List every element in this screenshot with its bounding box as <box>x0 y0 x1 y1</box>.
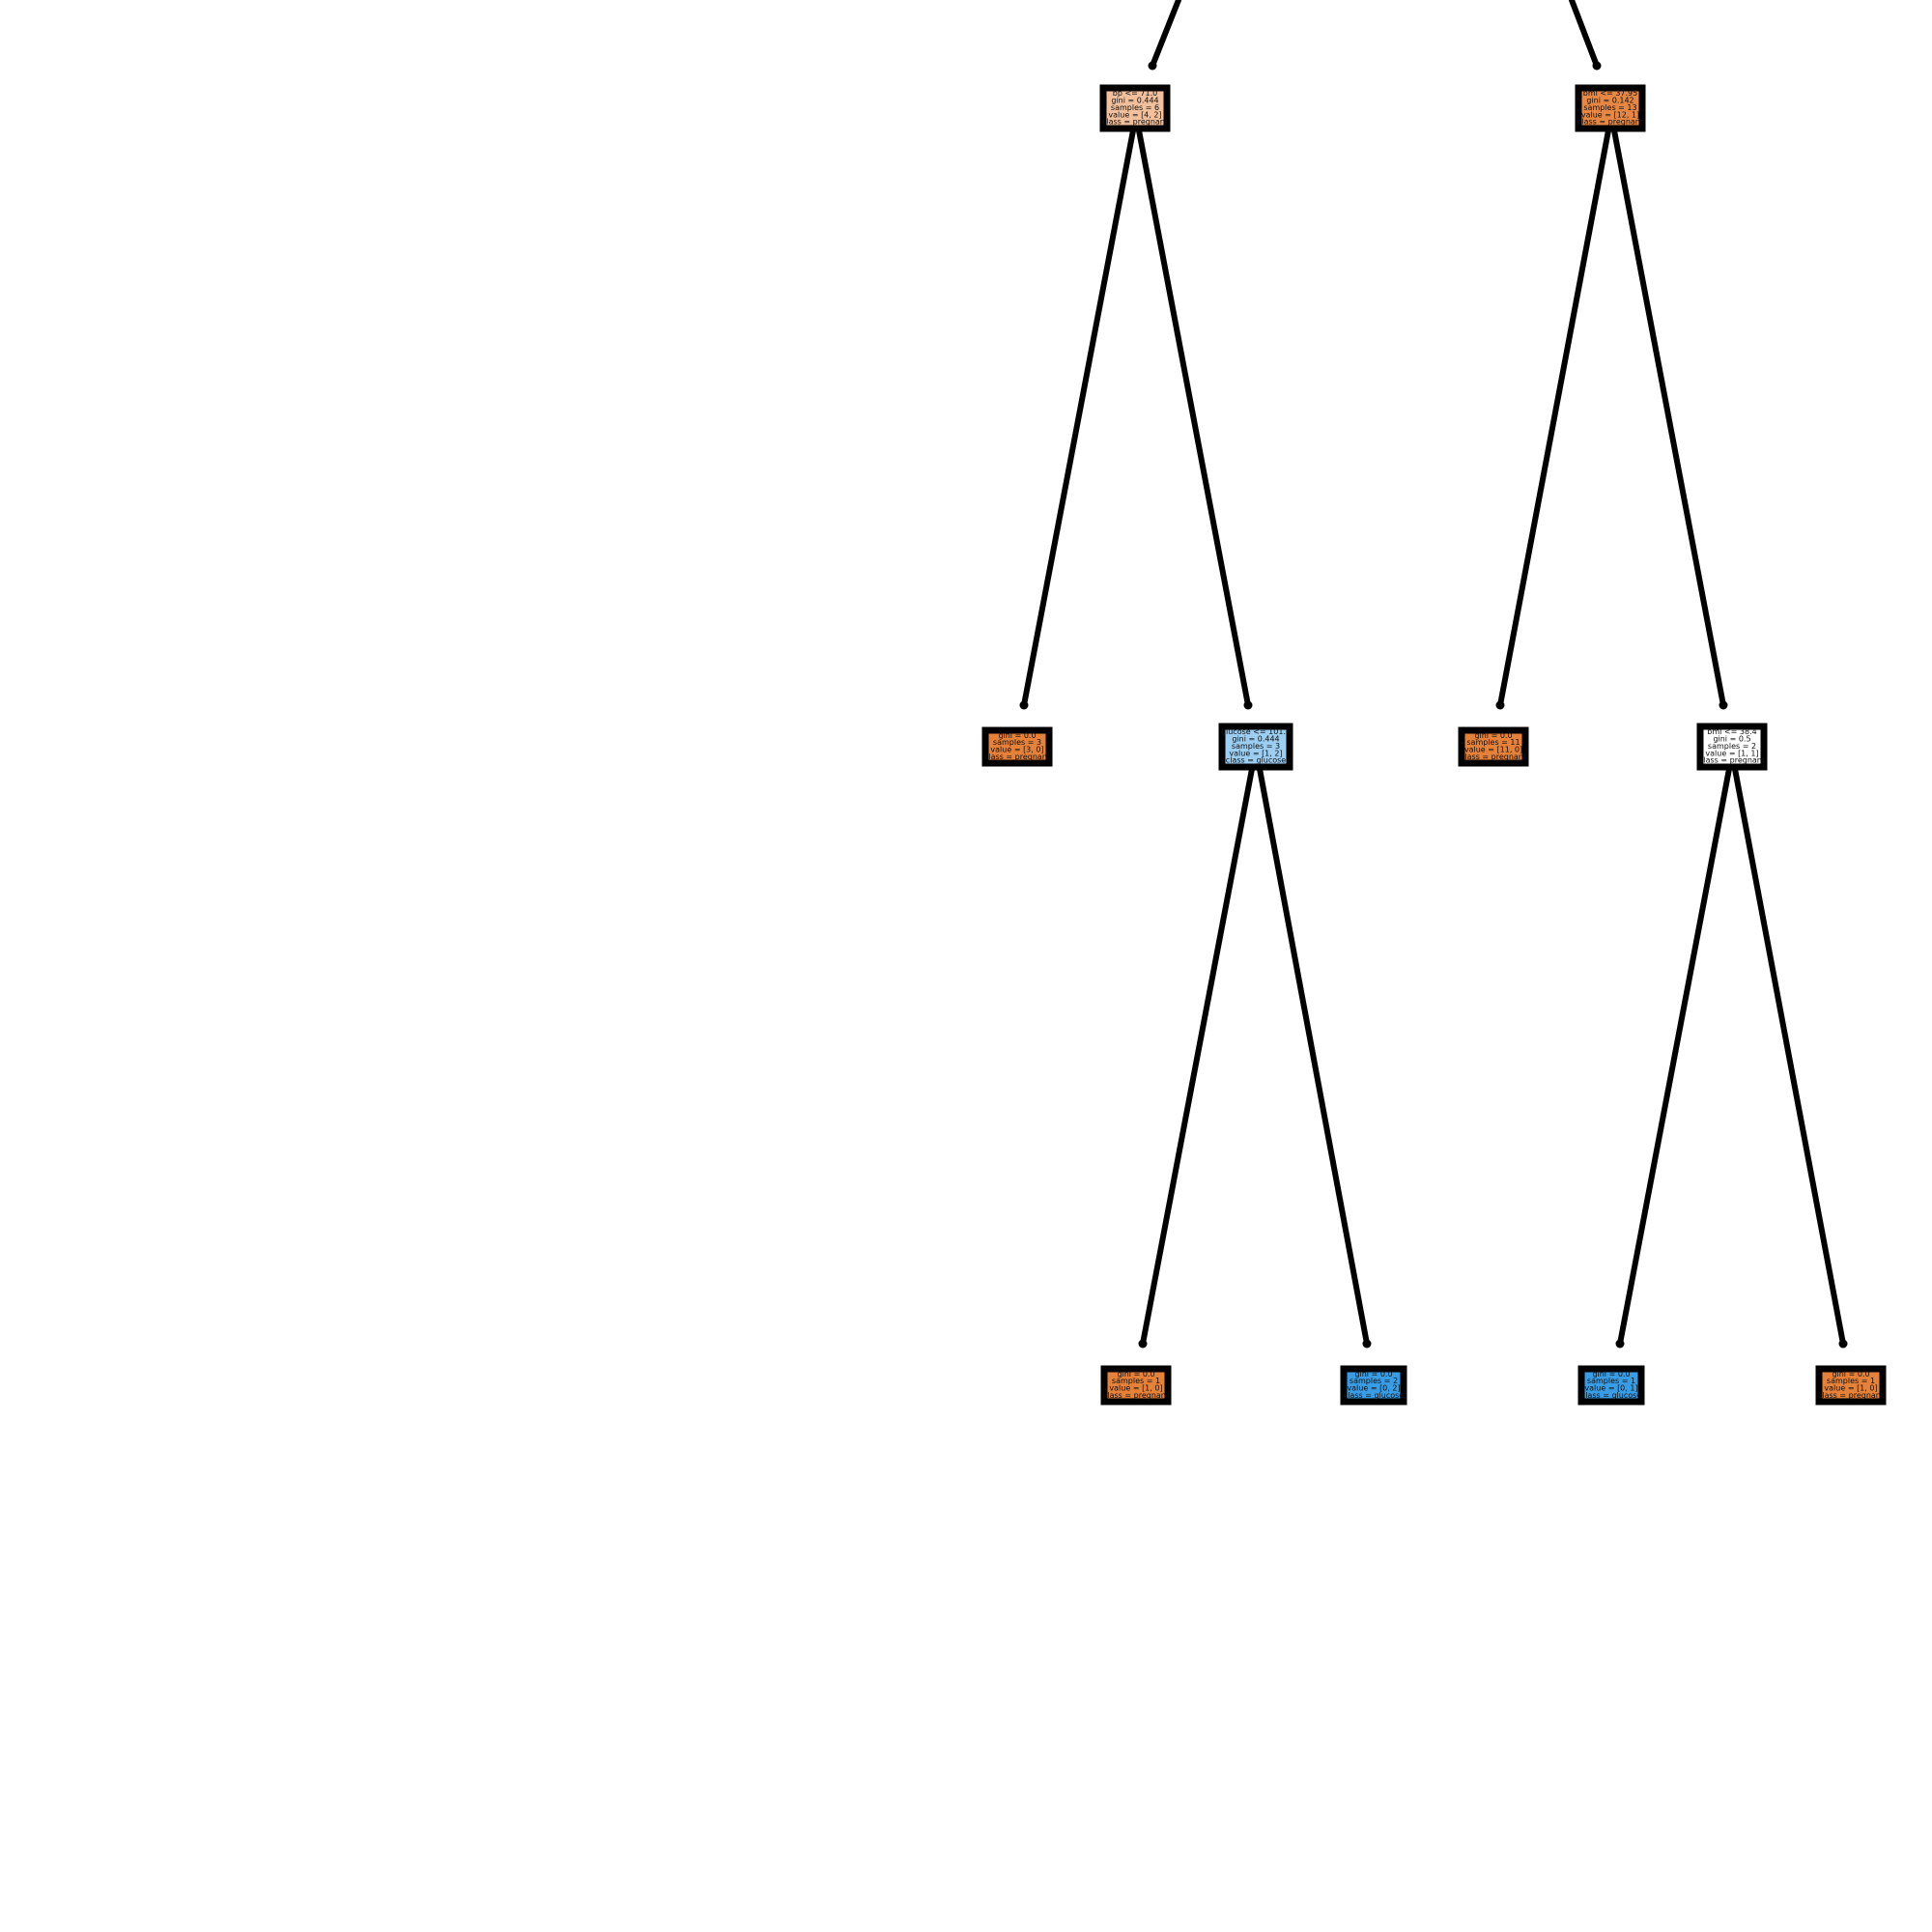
node-label-line: gini = 0.444 <box>1111 96 1158 104</box>
node-label-line: value = [3, 0] <box>990 746 1043 754</box>
node-label-line: class = pregnant <box>1102 118 1168 127</box>
node-label-line: class = glucose <box>1344 1391 1404 1400</box>
node-label-line: class = pregnant <box>1461 753 1526 761</box>
tree-edges <box>1019 0 1848 1349</box>
node-label-line: gini = 0.444 <box>1232 734 1279 743</box>
node-label-line: gini = 0.5 <box>1713 734 1750 743</box>
node-label-line: gini = 0.0 <box>1474 731 1512 740</box>
node-label-line: gini = 0.142 <box>1586 96 1634 104</box>
node-label-line: value = [4, 2] <box>1108 110 1161 119</box>
node-box <box>1099 84 1171 132</box>
node-label-line: samples = 13 <box>1583 103 1636 112</box>
node-label-line: samples = 2 <box>1350 1377 1398 1385</box>
node-label-line: samples = 1 <box>1587 1377 1635 1385</box>
node-label-line: bp <= 71.0 <box>1113 89 1157 98</box>
node-label-line: class = pregnant <box>1103 1391 1169 1400</box>
tree-edge <box>1021 128 1136 708</box>
tree-edge <box>1150 0 1181 69</box>
edge-arrowhead <box>1615 1339 1625 1349</box>
node-label-line: samples = 3 <box>1232 742 1280 751</box>
node-label-line: value = [1, 1] <box>1705 749 1758 757</box>
node-label-line: class = pregnant <box>1818 1391 1884 1400</box>
tree-edge <box>1497 128 1611 708</box>
node-box <box>981 726 1053 767</box>
node-label-line: gini = 0.0 <box>998 731 1036 740</box>
edge-arrowhead <box>1592 61 1602 71</box>
edge-arrowhead <box>1148 61 1157 71</box>
tree-edge <box>1611 128 1726 708</box>
node-label-line: gini = 0.0 <box>1592 1370 1630 1378</box>
node-label-line: value = [1, 0] <box>1109 1384 1162 1393</box>
node-label-line: class = glucose <box>1581 1391 1641 1400</box>
node-label-line: class = pregnant <box>1699 756 1765 765</box>
node-box <box>1218 723 1293 771</box>
node-box <box>1575 84 1646 132</box>
node-label-line: gini = 0.0 <box>1832 1370 1869 1378</box>
node-box <box>1458 726 1529 767</box>
node-box <box>1696 723 1768 771</box>
node-label-line: class = pregnant <box>1577 118 1643 127</box>
node-label-line: bmi <= 38.4 <box>1707 727 1756 736</box>
edge-arrowhead <box>1838 1339 1848 1349</box>
node-label-line: samples = 11 <box>1466 738 1520 747</box>
tree-edge <box>1140 766 1255 1347</box>
node-label-line: bmi <= 37.95 <box>1583 89 1638 98</box>
edge-arrowhead <box>1138 1339 1148 1349</box>
edge-arrowhead <box>1243 700 1253 710</box>
node-label-line: value = [0, 1] <box>1584 1384 1637 1393</box>
node-label-line: value = [11, 0] <box>1464 746 1522 754</box>
node-box <box>1100 1365 1172 1406</box>
tree-edge <box>1732 766 1846 1347</box>
node-label-line: samples = 2 <box>1708 742 1756 751</box>
edge-arrowhead <box>1495 700 1505 710</box>
node-label-line: gini = 0.0 <box>1117 1370 1154 1378</box>
tree-edge <box>1136 128 1251 708</box>
edge-arrowhead <box>1719 700 1728 710</box>
node-label-line: value = [1, 2] <box>1229 749 1282 757</box>
node-box <box>1340 1365 1407 1406</box>
node-label-line: class = glucose <box>1226 756 1286 765</box>
node-label-line: value = [0, 2] <box>1347 1384 1400 1393</box>
edge-arrowhead <box>1019 700 1029 710</box>
node-label-line: samples = 1 <box>1827 1377 1875 1385</box>
tree-edge <box>1617 766 1732 1347</box>
tree-edge <box>1569 0 1600 69</box>
node-label-line: class = pregnant <box>984 753 1050 761</box>
node-label-line: glucose <= 101.5 <box>1221 727 1291 736</box>
node-label-line: samples = 3 <box>993 738 1041 747</box>
node-box <box>1577 1365 1645 1406</box>
node-label-line: value = [1, 0] <box>1824 1384 1877 1393</box>
node-label-line: value = [12, 1] <box>1581 110 1639 119</box>
node-box <box>1815 1365 1887 1406</box>
node-label-line: samples = 1 <box>1112 1377 1160 1385</box>
node-label-line: samples = 6 <box>1111 103 1159 112</box>
edge-arrowhead <box>1362 1339 1372 1349</box>
tree-edge <box>1257 766 1370 1347</box>
node-label-line: gini = 0.0 <box>1354 1370 1392 1378</box>
